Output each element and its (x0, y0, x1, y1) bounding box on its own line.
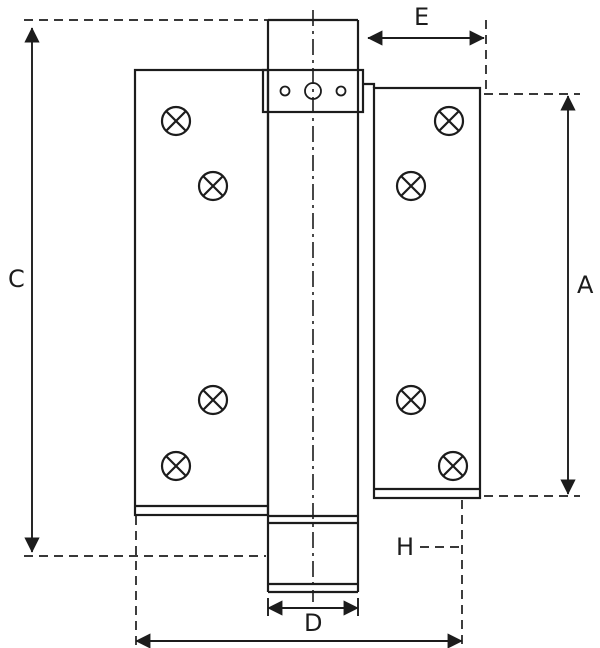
dimension-h: H (396, 533, 414, 561)
collar-pin-holes (279, 82, 347, 100)
right-leaf (372, 86, 482, 500)
tension-collar (261, 68, 365, 114)
pin-hole-center (304, 82, 322, 100)
hinge-body (133, 18, 482, 594)
spring-arm-hook (363, 82, 376, 88)
screw-hole (160, 105, 192, 137)
screw-hole (437, 450, 469, 482)
screw-hole (395, 170, 427, 202)
screw-hole (197, 170, 229, 202)
dimension-d: D (267, 598, 359, 637)
screw-hole (433, 105, 465, 137)
screw-hole (197, 384, 229, 416)
extension-lines (24, 19, 580, 646)
pin-hole-right (335, 85, 347, 97)
left-leaf (133, 68, 270, 517)
dimension-a: A (560, 95, 594, 495)
dimension-e: E (367, 3, 485, 46)
dimension-c-label: C (8, 265, 25, 293)
screw-holes (160, 105, 469, 482)
screw-hole (395, 384, 427, 416)
dimension-c: C (8, 27, 40, 553)
dimension-d-label: D (304, 609, 322, 637)
screw-hole (160, 450, 192, 482)
dimension-e-label: E (414, 3, 429, 31)
pin-hole-left (279, 85, 291, 97)
dimension-h-label: H (396, 533, 414, 561)
dimension-a-label: A (577, 271, 594, 299)
